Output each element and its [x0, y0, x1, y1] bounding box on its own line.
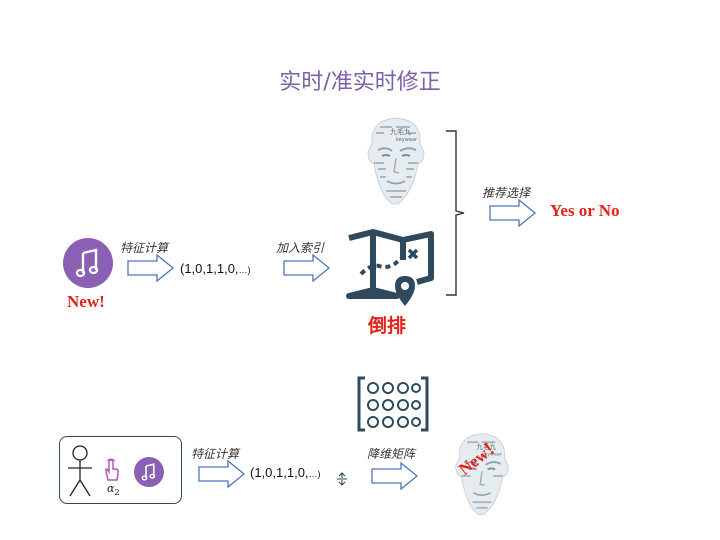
- add-index-label: 加入索引: [276, 241, 325, 255]
- svg-text:九毛九: 九毛九: [476, 442, 496, 451]
- feature-vector: (1,0,1,1,0,…): [180, 261, 251, 276]
- face-wordcloud-icon-2: 九毛九 keywear: [455, 433, 509, 515]
- arrow-4: [198, 459, 246, 489]
- svg-text:keywear: keywear: [396, 137, 418, 143]
- arrow-5: [371, 461, 419, 491]
- inverted-index-label: 倒排: [368, 315, 407, 337]
- map-pin-icon: [346, 229, 434, 306]
- arrow-1: [127, 253, 175, 283]
- bracket: [446, 130, 465, 296]
- page-title: 实时/准实时修正: [279, 70, 441, 95]
- svg-text:keywear: keywear: [482, 451, 502, 457]
- dim-reduce-label: 降维矩阵: [367, 447, 416, 461]
- alpha-label: α2: [107, 482, 120, 498]
- music-note-icon: [63, 238, 113, 288]
- feature-vector-2: (1,0,1,1,0,…): [250, 465, 321, 480]
- music-note-icon-small: [134, 457, 164, 487]
- new-label: New!: [67, 292, 105, 311]
- sort-arrows-icon: [337, 472, 347, 486]
- svg-text:九毛九: 九毛九: [390, 127, 411, 136]
- recommend-label: 推荐选择: [482, 186, 531, 200]
- matrix-icon: [357, 376, 429, 432]
- face-wordcloud-icon: 九毛九 keywear: [367, 117, 425, 205]
- arrow-2: [283, 253, 331, 283]
- feature-compute-label: 特征计算: [120, 241, 169, 255]
- arrow-3: [489, 198, 537, 228]
- person-icon: [68, 445, 92, 497]
- tap-hand-icon: [104, 458, 119, 481]
- feature-compute-label-2: 特征计算: [191, 447, 240, 461]
- result-yes-no: Yes or No: [550, 201, 620, 220]
